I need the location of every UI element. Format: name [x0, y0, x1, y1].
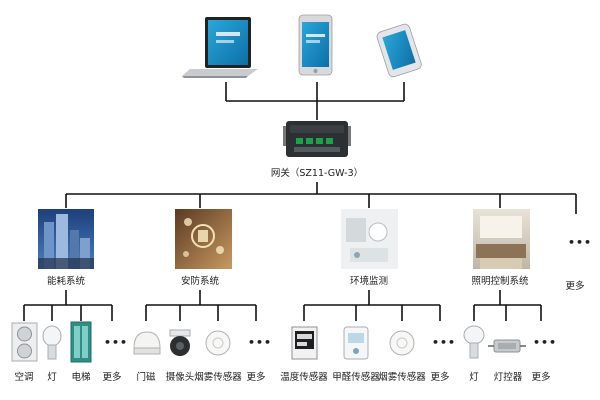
more-systems-dots: ••• [568, 236, 592, 249]
formaldehyde-sensor-icon [343, 326, 369, 360]
device-label-camera: 摄像头 [166, 371, 195, 383]
device-label-smoke-sensor: 烟雾传感器 [378, 371, 426, 383]
lighting-more-dots: ••• [533, 336, 557, 349]
temperature-sensor-icon [291, 326, 318, 360]
device-label-temperature-sensor: 温度传感器 [280, 371, 328, 383]
device-label-elevator: 电梯 [71, 371, 91, 383]
elevator-icon [70, 321, 92, 363]
camera-icon [169, 329, 191, 356]
tablet-icon [298, 14, 333, 76]
device-label-more: 更多 [246, 371, 265, 383]
gateway-device-icon [283, 121, 351, 157]
device-label-more: 更多 [430, 371, 449, 383]
lighting-control-label: 照明控制系统 [471, 275, 529, 287]
security-system-image [175, 209, 232, 269]
device-label-door-sensor: 门磁 [136, 371, 156, 383]
energy-system-image [38, 209, 94, 269]
environment-monitoring-label: 环境监测 [350, 275, 388, 287]
environment-monitoring-image [341, 209, 398, 269]
device-label-formaldehyde-sensor: 甲醛传感器 [332, 371, 380, 383]
security-more-dots: ••• [248, 336, 272, 349]
smoke-detector-icon [205, 330, 231, 356]
device-label-more: 更多 [102, 371, 121, 383]
door-sensor-icon [133, 331, 161, 355]
environment-more-dots: ••• [432, 336, 456, 349]
system-connectors [65, 182, 577, 214]
lighting-control-image [473, 209, 530, 269]
security-system-label: 安防系统 [181, 275, 220, 287]
laptop-icon [182, 17, 258, 78]
smoke-detector-icon [389, 330, 415, 356]
air-conditioner-icon [11, 322, 38, 362]
device-label-ac: 空调 [14, 371, 33, 383]
bulb-icon [463, 325, 485, 359]
gateway-label: 网关（SZ11-GW-3） [271, 167, 363, 179]
bulb-icon [42, 325, 62, 360]
light-controller-icon [488, 339, 526, 353]
more-systems-label: 更多 [565, 280, 584, 292]
smartphone-icon [376, 23, 422, 78]
device-label-light: 灯 [469, 372, 479, 383]
energy-more-dots: ••• [104, 336, 128, 349]
device-label-light-controller: 灯控器 [494, 371, 523, 383]
device-connectors [23, 290, 542, 321]
device-label-light: 灯 [47, 372, 57, 383]
client-connectors [225, 82, 405, 120]
energy-system-label: 能耗系统 [47, 275, 86, 287]
device-label-more: 更多 [531, 371, 550, 383]
device-label-smoke-sensor: 烟雾传感器 [194, 371, 242, 383]
